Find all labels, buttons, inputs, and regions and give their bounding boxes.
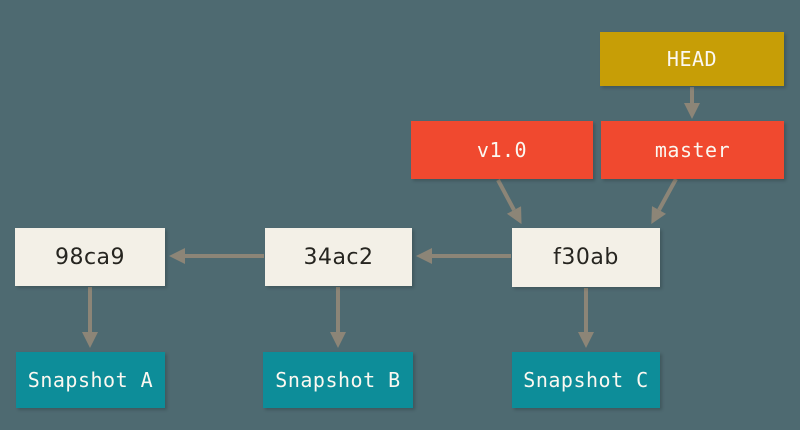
snapshot-label: Snapshot B	[275, 368, 401, 392]
node-snapshot-a: Snapshot A	[16, 352, 165, 408]
node-snapshot-c: Snapshot C	[512, 352, 660, 408]
node-commit-98ca9: 98ca9	[15, 228, 165, 286]
commit-id-label: f30ab	[553, 245, 619, 270]
node-commit-f30ab: f30ab	[512, 228, 660, 287]
commit-id-label: 34ac2	[303, 244, 374, 270]
head-label: HEAD	[666, 47, 718, 71]
tag-label: v1.0	[476, 138, 528, 162]
edge-master-to-f30ab	[651, 178, 678, 225]
node-snapshot-b: Snapshot B	[263, 352, 413, 408]
edge-v1-0-to-f30ab	[496, 179, 522, 225]
node-tag-v1-0: v1.0	[411, 121, 593, 179]
snapshot-label: Snapshot A	[27, 368, 154, 392]
commit-id-label: 98ca9	[54, 244, 126, 270]
snapshot-label: Snapshot C	[523, 368, 649, 392]
node-head: HEAD	[600, 32, 784, 86]
node-branch-master: master	[601, 121, 784, 179]
node-commit-34ac2: 34ac2	[265, 228, 412, 286]
branch-label: master	[654, 138, 731, 162]
